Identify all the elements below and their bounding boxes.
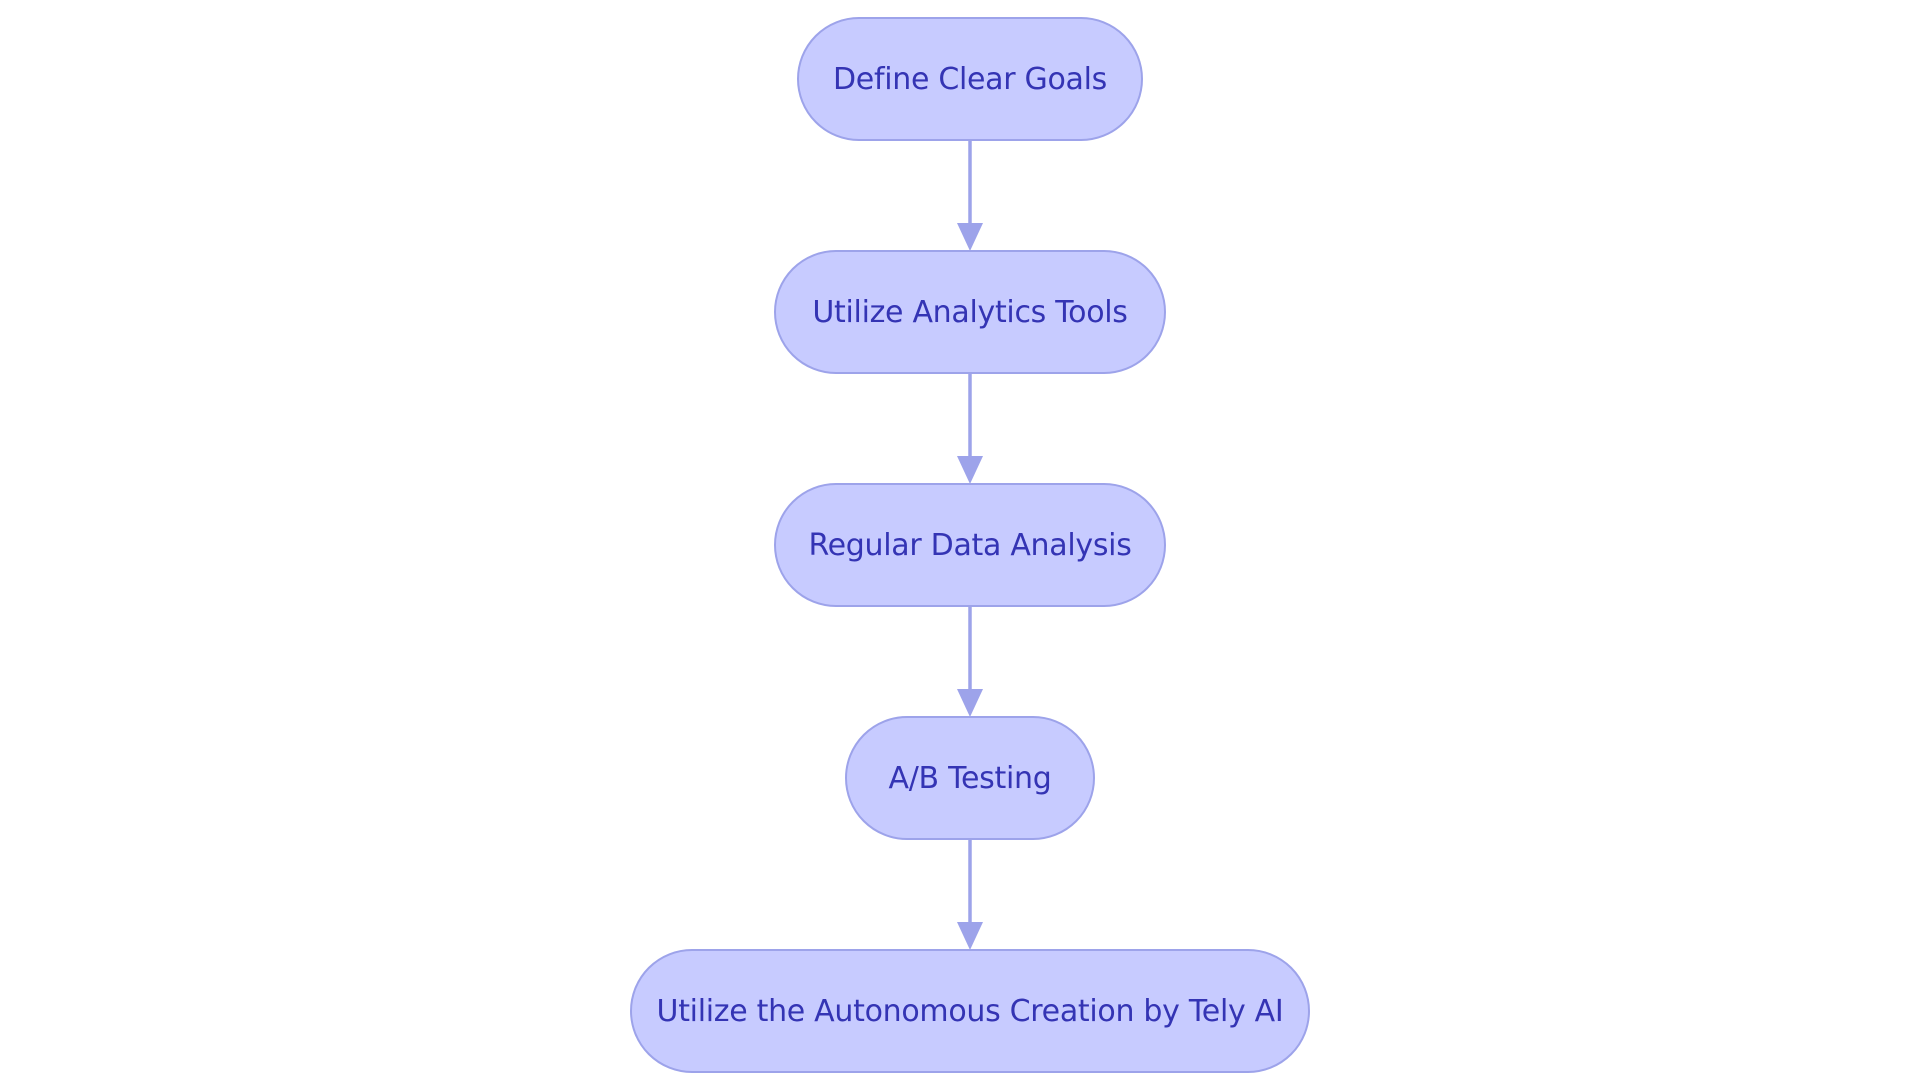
edge-analytics-tools-to-data-analysis [957, 374, 983, 484]
node-label: Utilize the Autonomous Creation by Tely … [656, 993, 1284, 1029]
node-label: Regular Data Analysis [808, 527, 1132, 563]
node-utilize-autonomous-creation[interactable]: Utilize the Autonomous Creation by Tely … [630, 949, 1310, 1073]
node-label: Define Clear Goals [832, 61, 1107, 97]
node-utilize-analytics-tools[interactable]: Utilize Analytics Tools [774, 250, 1166, 374]
node-label: A/B Testing [888, 760, 1052, 796]
edge-define-goals-to-analytics-tools [957, 141, 983, 251]
node-regular-data-analysis[interactable]: Regular Data Analysis [774, 483, 1166, 607]
edge-ab-testing-to-autonomous-creation [957, 840, 983, 950]
node-ab-testing[interactable]: A/B Testing [845, 716, 1095, 840]
node-define-clear-goals[interactable]: Define Clear Goals [797, 17, 1143, 141]
edge-data-analysis-to-ab-testing [957, 607, 983, 717]
node-label: Utilize Analytics Tools [812, 294, 1128, 330]
